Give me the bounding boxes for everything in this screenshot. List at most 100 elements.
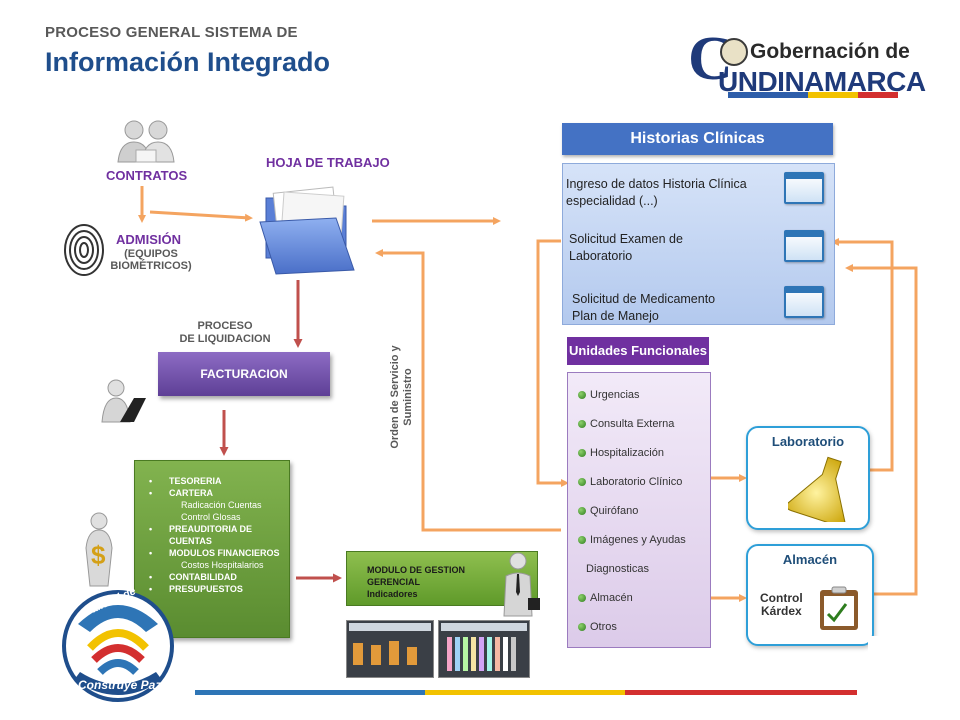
screen-icon [784,286,824,318]
green-bullet-icon [578,391,586,400]
unidad-item: Almacén [578,592,633,604]
hc-item-medicamento-line-1: Solicitud de Medicamento [572,292,716,306]
admision-sub-label: (EQUIPOS BIOMÉTRICOS) [104,248,198,272]
green-bullet-icon [578,594,586,603]
finance-list-item: Costos Hospitalarios [181,560,264,570]
gobernacion-logo: C Gobernación de UNDINAMARCA [688,28,926,100]
green-bullet-icon [578,623,586,632]
hc-item-medicamento: Solicitud de Medicamento Plan de Manejo [572,291,715,325]
hoja-trabajo-label: HOJA DE TRABAJO [266,155,390,170]
corner-overlay [868,636,946,720]
screen-icon [784,230,824,262]
screen-icon [784,172,824,204]
bottom-bar-yellow [425,690,625,695]
finance-list-item: TESORERIA [145,475,287,487]
person-laptop-icon [101,379,146,423]
proceso-line-2: DE LIQUIDACION [179,333,271,345]
title-line-1: PROCESO GENERAL SISTEMA DE [45,24,298,41]
unidad-item-label: Laboratorio Clínico [590,476,683,488]
proceso-liquidacion-label: PROCESO DE LIQUIDACION [176,320,274,346]
clipboard-icon [820,586,858,630]
hc-item-laboratorio-line-1: Solicitud Examen de [569,232,683,246]
almacen-kardex-label: Control Kárdex [760,592,803,618]
hc-item-ingreso-line-2: especialidad (...) [566,194,658,208]
unidad-item: Laboratorio Clínico [578,476,682,488]
finance-list-item: Radicación Cuentas [181,500,262,510]
admision-sub-2: BIOMÉTRICOS) [110,260,192,272]
unidad-item-label: Hospitalización [590,447,664,459]
admision-label: ADMISIÓN [116,232,181,247]
hc-item-medicamento-line-2: Plan de Manejo [572,309,659,323]
laboratorio-box: Laboratorio [746,426,870,530]
logo-text-top: Gobernación de [750,40,910,63]
arrow-order-to-hoja [375,249,561,532]
green-bullet-icon [578,536,586,545]
title-line-2: Información Integrado [45,47,331,77]
unidad-item: Hospitalización [578,447,664,459]
finance-list-item: CARTERA [145,487,287,499]
green-bullet-icon [578,449,586,458]
almacen-kardex-line-2: Kárdex [760,604,802,618]
arrow-to-hoja [149,210,253,222]
calidad-badge-graphic [62,590,174,702]
unidad-item-label: Diagnosticas [586,563,649,575]
unidad-item: Urgencias [578,389,640,401]
finance-modules-box: TESORERIACARTERARadicación CuentasContro… [134,460,290,638]
almacen-title: Almacén [782,552,838,567]
finance-list-item: PREAUDITORIA DE CUENTAS [145,523,287,547]
hc-item-laboratorio-line-2: Laboratorio [569,249,633,263]
finance-list-item: PRESUPUESTOS [145,583,287,595]
unidad-item-label: Urgencias [590,389,640,401]
historias-clinicas-header: Historias Clínicas [562,123,833,155]
logo-text-bottom: UNDINAMARCA [718,66,926,97]
dashboard-thumbnail-2 [438,620,530,678]
unidad-item-label: Imágenes y Ayudas [590,534,686,546]
finance-list: TESORERIACARTERARadicación CuentasContro… [145,475,287,595]
businessman-icon [503,552,540,617]
unidad-item-label: Quirófano [590,505,639,517]
dashboard-thumbnail-1 [346,620,434,678]
logo-bar-red [858,92,898,98]
unidad-item: Imágenes y Ayudas [578,534,686,546]
admision-sub-1: (EQUIPOS [124,248,178,260]
finance-list-item: Control Glosas [181,512,241,522]
unidad-item: Otros [578,621,617,633]
svg-text:$: $ [91,540,106,570]
unidad-item-label: Almacén [590,592,633,604]
dashboard-thumbnail-1-graphic [349,623,431,665]
modulo-line-1: MODULO DE GESTION [367,565,466,575]
unidades-funcionales-header: Unidades Funcionales [567,337,709,365]
orden-line-2: Suministro [402,368,414,426]
green-bullet-icon [578,478,586,487]
almacen-box: Almacén Control Kárdex [746,544,874,646]
green-bullet-icon [578,420,586,429]
contratos-label: CONTRATOS [106,168,188,183]
hc-item-laboratorio: Solicitud Examen de Laboratorio [569,231,683,265]
modulo-line-3: Indicadores [367,589,418,599]
logo-bar-blue [728,92,808,98]
proceso-line-1: PROCESO [197,320,253,332]
facturacion-box: FACTURACION [158,352,330,396]
orden-servicio-label: Orden de Servicio y Suministro [389,257,415,537]
calidad-badge: Calidad de Construye Paz [60,585,176,704]
almacen-kardex-line-1: Control [760,591,803,605]
unidad-item-label: Consulta Externa [590,418,675,430]
modulo-gestion-text: MODULO DE GESTION GERENCIAL Indicadores [367,564,465,600]
orden-line-1: Orden de Servicio y [389,345,401,449]
unidad-item-label: Otros [590,621,617,633]
bottom-bar-red [625,690,857,695]
finance-list-item: CONTABILIDAD [145,571,287,583]
modulo-line-2: GERENCIAL [367,577,421,587]
fingerprint-icon [64,224,104,276]
unidad-item: Quirófano [578,505,638,517]
folder-icon [259,186,355,275]
logo-bar-yellow [808,92,858,98]
historias-clinicas-box: Ingreso de datos Historia Clínica especi… [562,163,835,325]
hc-item-ingreso: Ingreso de datos Historia Clínica especi… [566,176,747,210]
flask-icon [788,456,846,522]
dashboard-thumbnail-2-graphic [441,623,527,671]
finance-list-item: MODULOS FINANCIEROS [145,547,287,559]
hc-item-ingreso-line-1: Ingreso de datos Historia Clínica [566,177,747,191]
